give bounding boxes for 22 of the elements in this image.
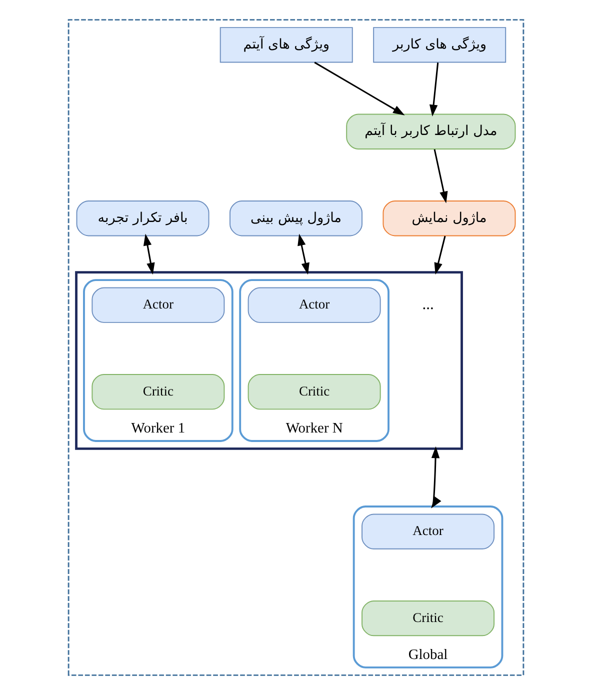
node-box: ویژگی های آیتم — [219, 27, 352, 63]
node-box: Critic — [91, 374, 224, 410]
arrow — [428, 62, 438, 117]
node-box: Critic — [361, 600, 494, 636]
arrow — [142, 234, 154, 275]
node-box: Actor — [247, 287, 380, 323]
arrow — [430, 446, 441, 508]
arrow — [433, 149, 448, 204]
cluster — [74, 271, 462, 450]
arrow — [434, 236, 446, 275]
node-box: ماژول نمایش — [382, 200, 516, 236]
node-box: بافر تکرار تجربه — [76, 200, 209, 236]
node-box: Actor — [91, 287, 224, 323]
cluster — [67, 19, 524, 676]
node-text: ... — [422, 296, 434, 313]
arrow — [297, 234, 309, 275]
node-box: ماژول پیش بینی — [229, 200, 362, 236]
node-box: Critic — [247, 374, 380, 410]
node-box: ویژگی های کاربر — [372, 27, 506, 63]
node-box: Actor — [361, 514, 494, 550]
node-box: مدل ارتباط کاربر با آیتم — [346, 114, 516, 150]
arrow — [314, 62, 404, 116]
